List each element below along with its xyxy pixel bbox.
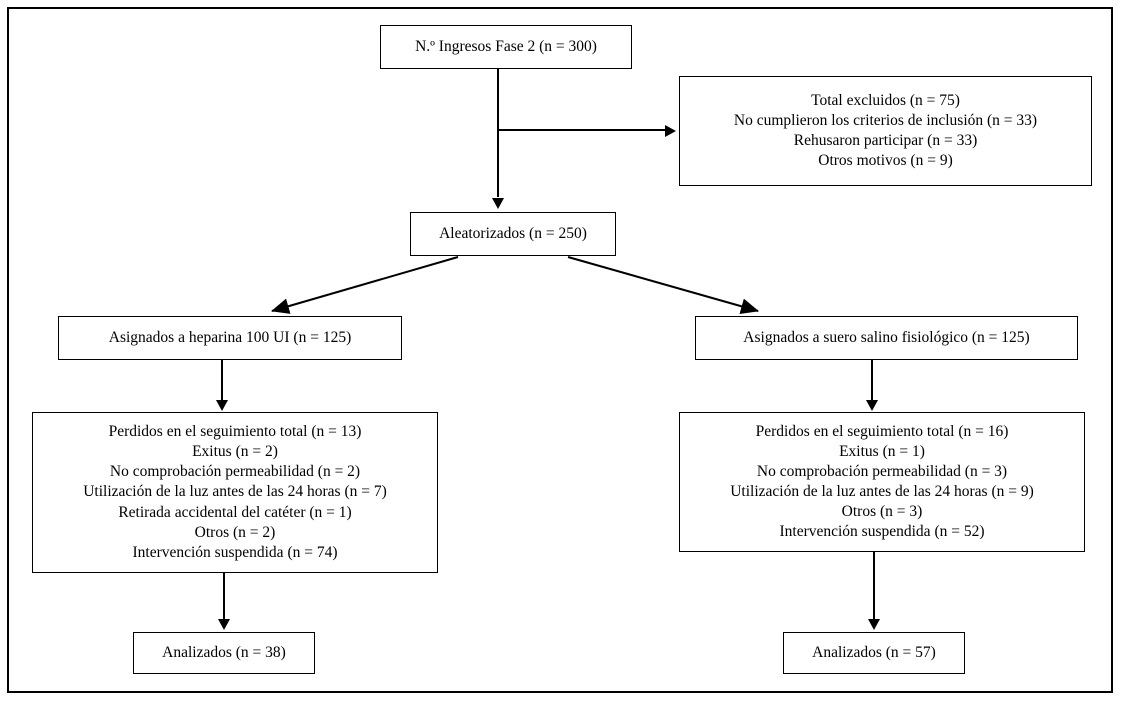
node-losses-saline-line-2: Exitus (n = 1) (839, 442, 925, 460)
arrowhead-down-icon (216, 400, 228, 411)
node-analyzed-heparin-line-1: Analizados (n = 38) (162, 644, 286, 662)
node-allocation-saline: Asignados a suero salino fisiológico (n … (695, 316, 1078, 360)
figure-border (7, 7, 1113, 693)
node-excluded-line-3: Rehusaron participar (n = 33) (793, 132, 978, 149)
edge-enrollment-trunk (497, 69, 499, 197)
node-allocation-heparin-line-1: Asignados a heparina 100 UI (n = 125) (108, 329, 352, 347)
node-analyzed-saline-line-1: Analizados (n = 57) (812, 644, 936, 662)
node-losses-heparin-line-1: Perdidos en el seguimiento total (n = 13… (108, 423, 362, 440)
node-allocation-saline-line-1: Asignados a suero salino fisiológico (n … (743, 329, 1030, 347)
node-enrollment: N.º Ingresos Fase 2 (n = 300) (380, 25, 632, 69)
node-excluded: Total excluidos (n = 75) No cumplieron l… (679, 76, 1092, 186)
node-enrollment-line-1: N.º Ingresos Fase 2 (n = 300) (415, 38, 597, 56)
node-losses-saline-line-5: Otros (n = 3) (841, 503, 923, 521)
edge-heparin-to-losses (221, 360, 223, 402)
node-analyzed-heparin: Analizados (n = 38) (133, 632, 315, 674)
node-losses-saline-line-3: No comprobación permeabilidad (n = 3) (756, 462, 1008, 480)
node-losses-heparin-line-6: Otros (n = 2) (194, 523, 276, 541)
edge-losses-to-analyzed-left (223, 573, 225, 621)
node-excluded-line-2: No cumplieron los criterios de inclusión… (733, 111, 1038, 129)
node-excluded-line-1: Total excluidos (n = 75) (811, 91, 960, 109)
edge-enrollment-to-excluded (497, 129, 667, 131)
arrowhead-down-icon (868, 619, 880, 630)
node-losses-heparin-line-5: Retirada accidental del catéter (n = 1) (118, 503, 352, 521)
node-losses-saline: Perdidos en el seguimiento total (n = 16… (679, 412, 1085, 552)
node-excluded-line-4: Otros motivos (n = 9) (818, 152, 953, 170)
edge-saline-to-losses (871, 360, 873, 402)
node-losses-saline-line-6: Intervención suspendida (n = 52) (779, 523, 985, 541)
node-losses-saline-line-4: Utilización de la luz antes de las 24 ho… (730, 483, 1034, 500)
edge-losses-to-analyzed-right (873, 552, 875, 621)
node-losses-saline-line-1: Perdidos en el seguimiento total (n = 16… (755, 422, 1009, 440)
node-losses-heparin-line-3: No comprobación permeabilidad (n = 2) (109, 463, 361, 481)
arrowhead-down-icon (492, 198, 504, 209)
node-randomized: Aleatorizados (n = 250) (410, 212, 616, 256)
node-analyzed-saline: Analizados (n = 57) (783, 632, 965, 674)
node-losses-heparin: Perdidos en el seguimiento total (n = 13… (32, 412, 438, 573)
node-allocation-heparin: Asignados a heparina 100 UI (n = 125) (58, 316, 402, 360)
arrowhead-down-icon (866, 400, 878, 411)
node-randomized-line-1: Aleatorizados (n = 250) (439, 225, 587, 243)
arrowhead-right-icon (665, 125, 676, 137)
node-losses-heparin-line-4: Utilización de la luz antes de las 24 ho… (83, 483, 387, 501)
node-losses-heparin-line-2: Exitus (n = 2) (192, 443, 278, 461)
node-losses-heparin-line-7: Intervención suspendida (n = 74) (132, 543, 338, 561)
arrowhead-down-icon (218, 619, 230, 630)
